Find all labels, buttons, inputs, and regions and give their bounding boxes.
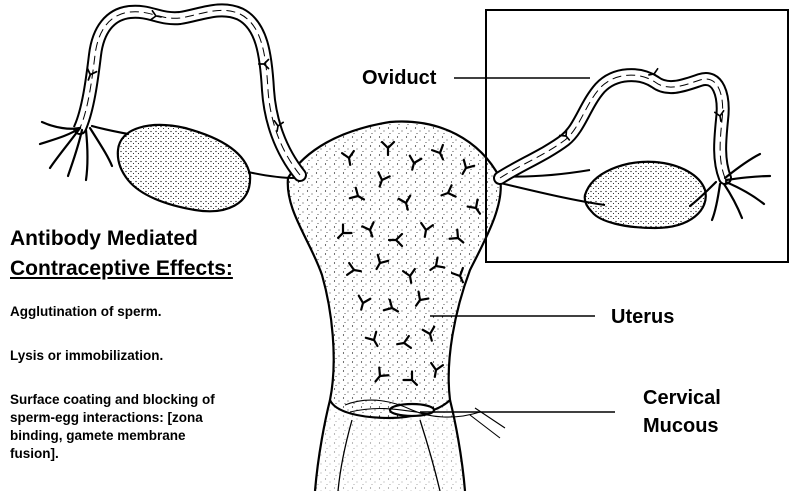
right-ovary	[585, 162, 706, 228]
effect-surface-coating-line1: Surface coating and blocking of	[10, 391, 215, 408]
effect-surface-coating-line2: sperm-egg interactions: [zona	[10, 409, 203, 426]
uterus-body	[288, 122, 501, 418]
effect-surface-coating-line3: binding, gamete membrane	[10, 427, 186, 444]
heading-line1: Antibody Mediated	[10, 226, 198, 252]
oviduct-label: Oviduct	[362, 66, 436, 90]
left-ovarian-ligament	[248, 172, 295, 178]
cervical-label-line1: Cervical	[643, 386, 721, 410]
right-oviduct-inner	[500, 75, 725, 178]
effect-surface-coating-line4: fusion].	[10, 445, 59, 462]
effect-lysis: Lysis or immobilization.	[10, 347, 163, 364]
cervical-label-line2: Mucous	[643, 414, 719, 438]
uterus-label: Uterus	[611, 305, 674, 329]
heading-line2: Contraceptive Effects:	[10, 256, 233, 282]
effect-agglutination: Agglutination of sperm.	[10, 303, 162, 320]
left-ovary	[118, 125, 250, 211]
